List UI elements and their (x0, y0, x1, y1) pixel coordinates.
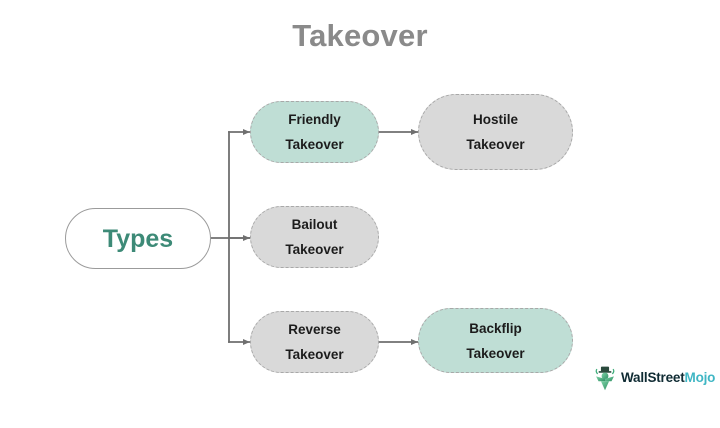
node-types[interactable]: Types (65, 208, 211, 269)
node-reverse-line2: Takeover (285, 347, 344, 362)
arrowhead-reverse (243, 339, 250, 345)
node-backflip-takeover[interactable]: Backflip Takeover (418, 308, 573, 373)
node-friendly-takeover[interactable]: Friendly Takeover (250, 101, 379, 163)
logo-text-mojo: Mojo (684, 370, 716, 385)
wallstreetmojo-logo: WallStreetMojo (592, 364, 715, 392)
node-reverse-line1: Reverse (288, 322, 341, 337)
arrowhead-backflip (411, 339, 418, 345)
page-title: Takeover (292, 18, 428, 53)
wallstreetmojo-bull-icon (595, 366, 615, 391)
node-friendly-line2: Takeover (285, 137, 344, 152)
node-bailout-takeover[interactable]: Bailout Takeover (250, 206, 379, 268)
logo-text-wallstreet: WallStreet (621, 370, 685, 385)
node-hostile-line2: Takeover (466, 137, 525, 152)
arrowhead-friendly (243, 129, 250, 135)
node-reverse-takeover[interactable]: Reverse Takeover (250, 311, 379, 373)
node-backflip-line2: Takeover (466, 345, 525, 361)
wallstreetmojo-wordmark: WallStreetMojo (621, 370, 715, 386)
node-backflip-line1: Backflip (469, 320, 522, 336)
arrowhead-bailout (243, 235, 250, 241)
node-types-label: Types (102, 224, 174, 253)
node-hostile-takeover[interactable]: Hostile Takeover (418, 94, 573, 170)
node-friendly-line1: Friendly (288, 112, 341, 127)
node-bailout-line2: Takeover (285, 242, 344, 257)
arrowhead-hostile (411, 129, 418, 135)
node-bailout-line1: Bailout (291, 217, 338, 232)
edge-arrowheads (243, 129, 418, 345)
node-hostile-line1: Hostile (472, 112, 518, 127)
